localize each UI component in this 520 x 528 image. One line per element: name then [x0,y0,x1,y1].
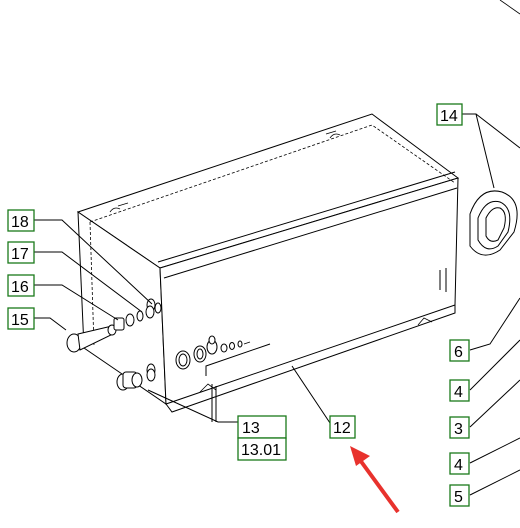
label-13[interactable]: 13 [237,415,287,439]
label-3-text: 3 [454,421,463,438]
label-13-01-text: 13.01 [241,442,281,459]
leader-lines [34,113,520,496]
label-3[interactable]: 3 [449,416,470,439]
label-5[interactable]: 5 [449,484,470,507]
label-13-01[interactable]: 13.01 [237,437,287,461]
red-arrow [350,446,400,514]
label-4-lower-text: 4 [454,457,463,474]
label-14[interactable]: 14 [436,103,463,126]
label-13-text: 13 [242,420,260,437]
label-15-text: 15 [11,312,29,329]
label-16-text: 16 [11,279,29,296]
window-seal [469,190,518,256]
label-4-upper-text: 4 [454,384,463,401]
label-17[interactable]: 17 [7,241,35,264]
label-17-text: 17 [11,246,29,263]
label-18-text: 18 [11,214,29,231]
corner-edge-line [499,0,520,15]
label-6[interactable]: 6 [449,339,470,362]
label-12[interactable]: 12 [329,415,356,439]
label-14-text: 14 [440,108,458,125]
label-5-text: 5 [454,489,463,506]
label-4-lower[interactable]: 4 [449,452,470,475]
label-18[interactable]: 18 [7,209,35,232]
label-16[interactable]: 16 [7,274,35,297]
drain-fitting [116,368,156,391]
label-15[interactable]: 15 [7,307,35,330]
label-6-text: 6 [454,344,463,361]
label-12-text: 12 [333,420,351,437]
knob-assembly [66,302,162,353]
label-4-upper[interactable]: 4 [449,379,470,402]
